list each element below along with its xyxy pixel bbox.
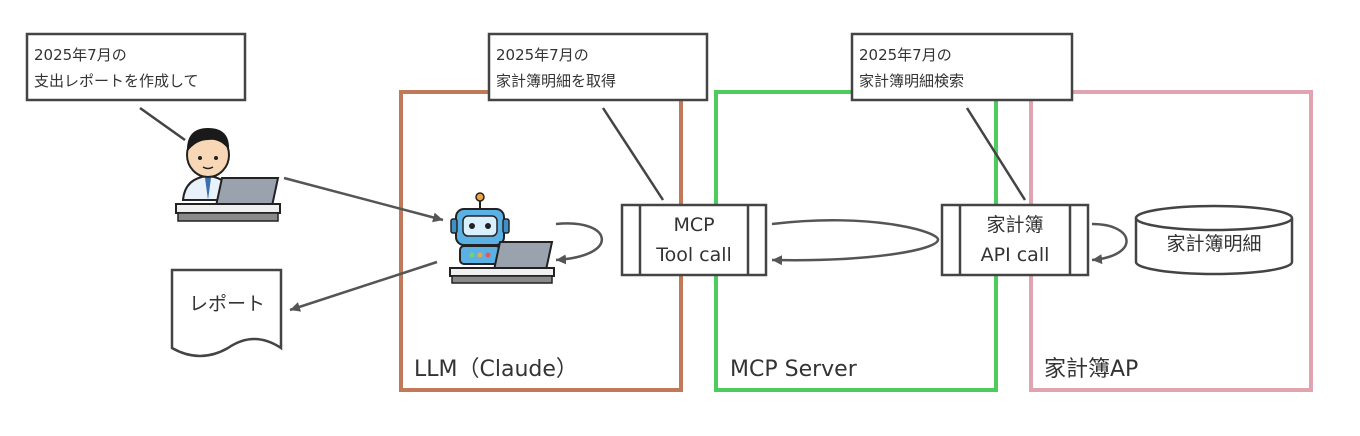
mcp-callout-line2: 家計簿明細検索: [859, 72, 964, 90]
user-callout-box: [25, 32, 247, 102]
api-call-process: [940, 203, 1090, 277]
tool-call-line1: MCP: [673, 214, 714, 236]
mcp-callout-box: [850, 32, 1074, 102]
tool-call-line2: Tool call: [655, 244, 732, 266]
api-call-line1: 家計簿: [986, 214, 1043, 236]
llm-region-label: LLM（Claude）: [414, 357, 578, 382]
report-document: [170, 268, 283, 358]
mcp-callout-line1: 2025年7月の: [859, 46, 952, 64]
llm-callout-line2: 家計簿明細を取得: [496, 72, 616, 90]
app-region-label: 家計簿AP: [1044, 357, 1138, 382]
user-callout-line2: 支出レポートを作成して: [34, 72, 199, 90]
llm-callout-box: [487, 32, 709, 102]
user-callout-line1: 2025年7月の: [34, 46, 127, 64]
report-label: レポート: [189, 293, 265, 315]
database-cylinder: [1134, 204, 1294, 276]
api-call-line2: API call: [981, 244, 1050, 266]
api-db-loop-arrow: [1091, 222, 1128, 265]
mcp-region-label: MCP Server: [730, 357, 858, 382]
database-label: 家計簿明細: [1166, 233, 1261, 255]
llm-tool-loop-arrow: [555, 222, 604, 265]
user-to-llm-arrow: [283, 176, 444, 223]
llm-callout-line1: 2025年7月の: [496, 46, 589, 64]
user-at-laptop-icon: [175, 128, 281, 222]
llm-to-report-arrow: [289, 260, 438, 312]
tool-call-process: [620, 203, 768, 277]
robot-at-laptop-icon: [449, 192, 555, 284]
tool-to-api-loop-arrow: [771, 219, 940, 266]
